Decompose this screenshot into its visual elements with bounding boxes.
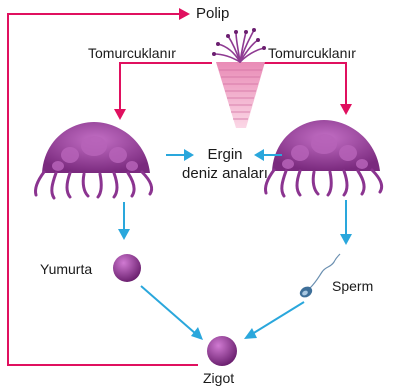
medusa-to-sperm-arrow — [340, 200, 352, 245]
zygote-cell-image — [207, 336, 237, 366]
budding-left-arrow — [114, 63, 212, 120]
adult-medusa-left-image — [35, 122, 151, 198]
adult-medusa-right-image — [265, 120, 381, 196]
egg-cell-image — [113, 254, 141, 282]
medusa-to-egg-arrow — [118, 202, 130, 240]
adult-medusa-label-line2: deniz anaları — [180, 164, 270, 183]
budding-right-label: Tomurcuklanır — [268, 45, 356, 61]
sperm-label: Sperm — [332, 278, 373, 294]
zygote-label: Zigot — [203, 370, 234, 386]
adult-medusa-label: Ergin deniz anaları — [180, 145, 270, 183]
budding-left-label: Tomurcuklanır — [88, 45, 176, 61]
egg-to-zygote-arrow — [141, 286, 203, 340]
sperm-to-zygote-arrow — [244, 302, 304, 339]
polyp-label: Polip — [196, 5, 229, 22]
adult-medusa-label-line1: Ergin — [180, 145, 270, 164]
polyp-image — [212, 28, 266, 128]
budding-right-arrow — [262, 63, 352, 115]
egg-label: Yumurta — [40, 261, 92, 277]
